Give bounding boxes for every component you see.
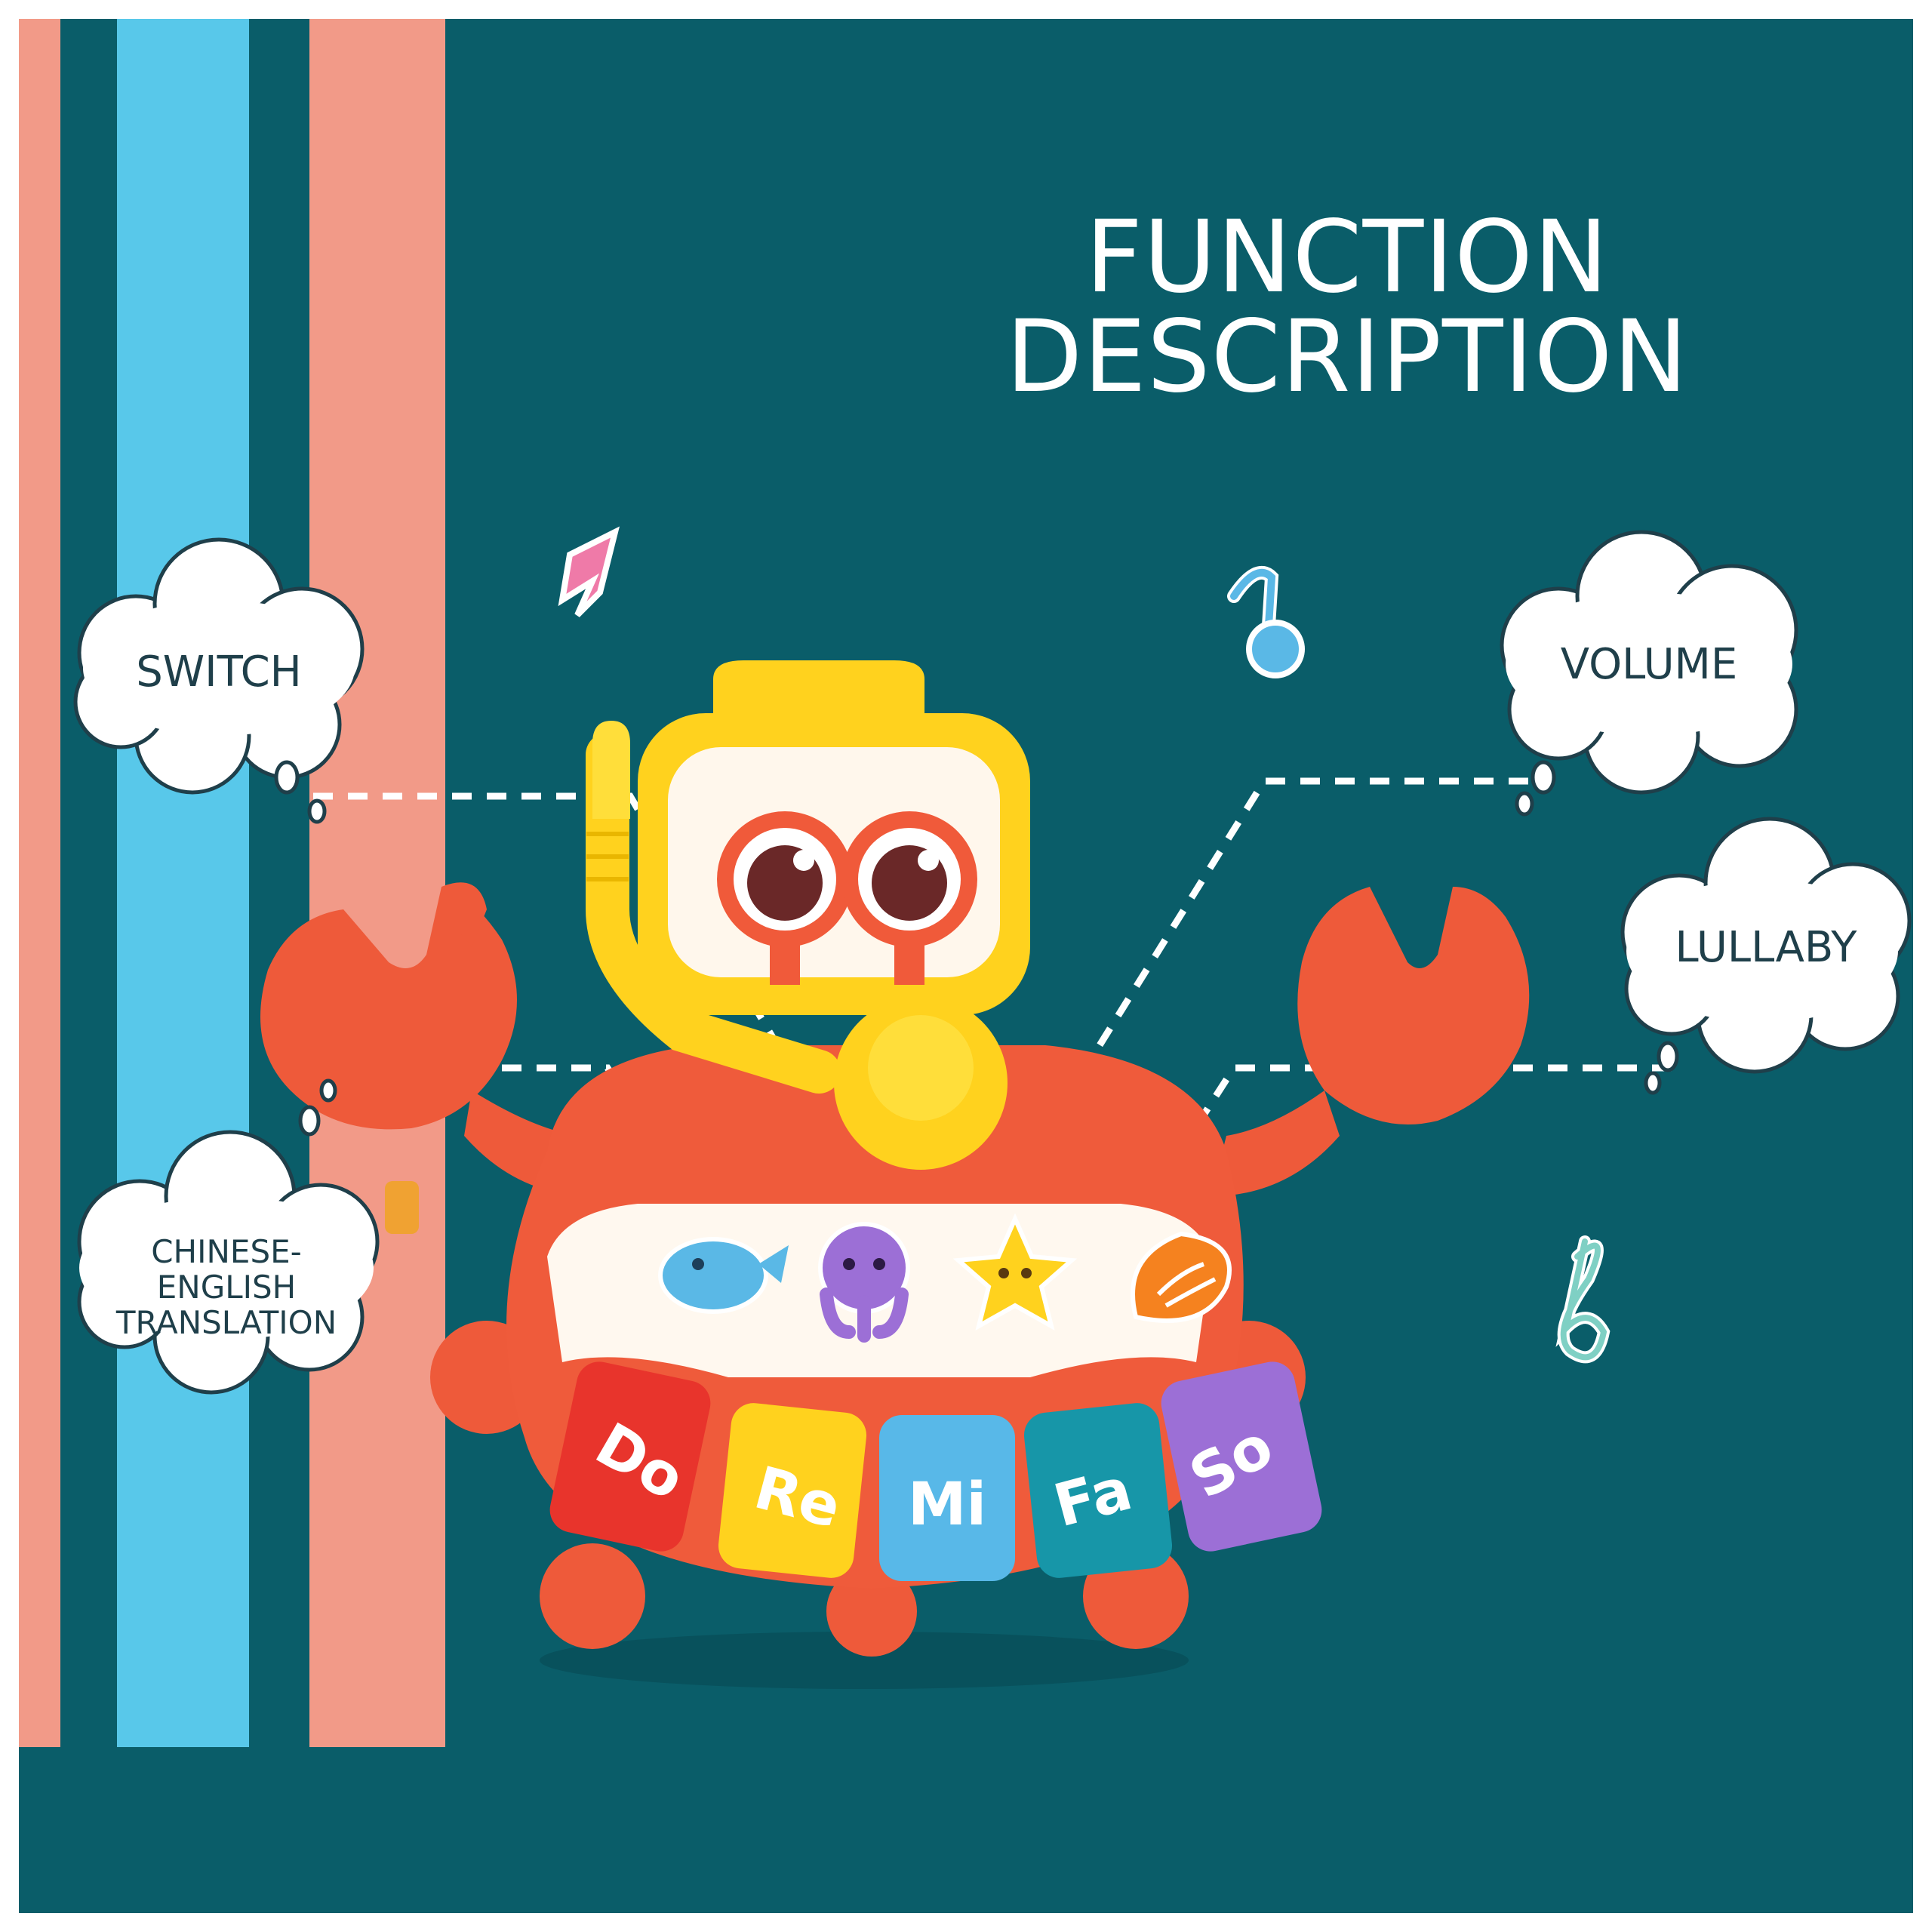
volume-label: VOLUME: [1560, 640, 1738, 689]
cloud-switch: [73, 537, 365, 824]
music-note-icon: [1227, 565, 1305, 678]
left-claw: [260, 882, 517, 1130]
stripe-blue: [117, 19, 249, 1747]
stripe-pink-left: [19, 19, 60, 1747]
switch-knob: [385, 1181, 419, 1234]
whale-icon: [658, 1237, 789, 1314]
music-note-icon: [558, 526, 620, 617]
switch-label: SWITCH: [136, 648, 302, 697]
translation-label: CHINESE-ENGLISH TRANSLATION: [83, 1234, 370, 1340]
piano-keys: [549, 1361, 1322, 1581]
octopus-icon: [818, 1222, 910, 1343]
cloud-volume: [1500, 530, 1798, 817]
key-mi-label: Mi: [908, 1471, 986, 1539]
crab-toy-illustration: Do Re Mi Fa So: [73, 526, 1912, 1689]
right-claw: [1297, 887, 1530, 1124]
page-title: FUNCTION DESCRIPTION: [1005, 199, 1689, 415]
treble-clef-icon: [1555, 1235, 1611, 1364]
starfish-icon: [952, 1213, 1078, 1331]
shell-icon: [1131, 1231, 1232, 1323]
cloud-lullaby: [1620, 817, 1912, 1095]
cloud-translation: [77, 1078, 380, 1395]
translation-label-line1: CHINESE-ENGLISH: [151, 1233, 302, 1306]
translation-label-line2: TRANSLATION: [115, 1304, 337, 1342]
lullaby-label: LULLABY: [1675, 923, 1857, 972]
stripe-pink-right: [309, 19, 445, 1747]
eyes: [717, 811, 977, 985]
product-banner: FUNCTION DESCRIPTION: [19, 19, 1913, 1913]
